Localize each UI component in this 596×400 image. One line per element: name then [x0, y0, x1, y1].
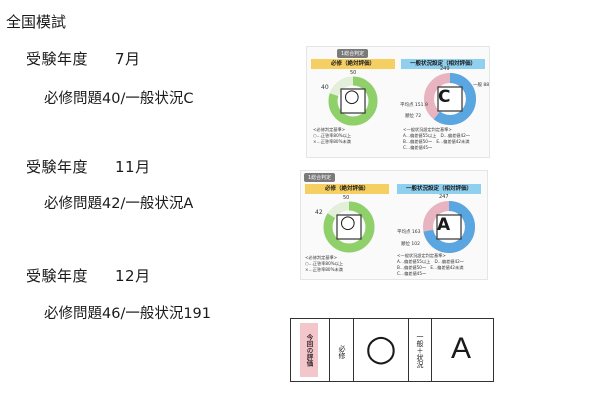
divider [408, 319, 409, 381]
required-criteria-title: <必修判定基準> [305, 255, 338, 260]
required-score: 42 [315, 209, 323, 216]
exam-3-month: 12月 [115, 267, 151, 285]
required-column-label: 必修 [338, 345, 346, 359]
general-top-score: 249 [440, 66, 450, 72]
divider [329, 319, 330, 381]
required-section-header: 必修（絶対評価） [311, 59, 395, 69]
required-max: 50 [343, 195, 350, 201]
required-section-header: 必修（絶対評価） [305, 184, 389, 194]
required-mark: ○ [365, 328, 397, 369]
exam-3-result: 必修問題46/一般状況191 [44, 306, 212, 322]
general-donut-chart [423, 201, 475, 253]
general-criteria-1: A…偏差値55以上 D…偏差値42〜 [397, 259, 464, 264]
general-grade: C [438, 87, 451, 107]
general-top-score: 247 [439, 194, 449, 200]
general-donut-chart [424, 73, 476, 125]
required-criteria-2: ×…正答率80%未満 [313, 139, 351, 144]
general-criteria-3: C…偏差値45〜 [403, 145, 433, 150]
required-criteria-1: ○…正答率80%以上 [313, 133, 352, 138]
rank: 順位 102 [401, 242, 421, 247]
exam-2-year-label: 受験年度 [26, 158, 89, 176]
exam-2-month: 11月 [115, 158, 151, 176]
required-donut-chart [328, 76, 378, 126]
general-column-label: 一般＋状況 [416, 332, 424, 368]
average-score: 平均点 151.9 [400, 103, 428, 108]
exam-1-result: 必修問題40/一般状況C [44, 91, 194, 107]
required-mark: ○ [340, 212, 356, 233]
divider [431, 319, 432, 381]
evaluation-label: 今回の評価 [300, 323, 318, 377]
required-criteria-title: <必修判定基準> [313, 127, 346, 132]
required-mark: ○ [344, 86, 360, 107]
general-criteria-1: A…偏差値55以上 D…偏差値42〜 [403, 133, 470, 138]
divider [353, 319, 354, 381]
card-title: 1総合判定 [304, 173, 336, 182]
general-section-header: 一般状況設定（相対評価） [397, 184, 481, 194]
required-max: 50 [350, 70, 357, 76]
general-criteria-3: C…偏差値45〜 [397, 271, 427, 276]
result-card-july: 1総合判定 必修（絶対評価） 一般状況設定（相対評価） 50 40 ○ 249 … [306, 46, 490, 158]
required-score: 40 [321, 84, 329, 91]
general-grade: A [437, 215, 451, 235]
result-card-december: 今回の評価 必修 ○ 一般＋状況 A [290, 318, 494, 382]
general-grade: A [450, 332, 471, 365]
exam-2-result: 必修問題42/一般状況A [44, 196, 194, 212]
exam-3-year-label: 受験年度 [26, 267, 89, 285]
exam-1-month: 7月 [115, 50, 141, 68]
required-criteria-2: ×…正答率80%未満 [305, 267, 343, 272]
rank: 順位 72 [405, 114, 422, 119]
average-score: 平均点 163 [397, 230, 421, 235]
result-card-november: 1総合判定 必修（絶対評価） 一般状況設定（相対評価） 50 42 ○ 247 … [300, 170, 488, 280]
required-criteria-1: ○…正答率80%以上 [305, 261, 344, 266]
general-criteria-2: B…偏差値50〜 E…偏差値42未満 [403, 139, 470, 144]
required-donut-chart [323, 201, 375, 253]
label-cell: 今回の評価 [291, 319, 329, 381]
general-criteria-2: B…偏差値50〜 E…偏差値42未満 [397, 265, 464, 270]
exam-1-year-label: 受験年度 [26, 50, 89, 68]
general-section-header: 一般状況設定（相対評価） [401, 59, 485, 69]
page-title: 全国模試 [6, 13, 67, 31]
general-side-label: 一般 88 [473, 83, 490, 88]
general-criteria-title: <一般状況設定判定基準> [397, 253, 446, 258]
general-criteria-title: <一般状況設定判定基準> [403, 127, 452, 132]
card-title: 1総合判定 [337, 49, 369, 58]
